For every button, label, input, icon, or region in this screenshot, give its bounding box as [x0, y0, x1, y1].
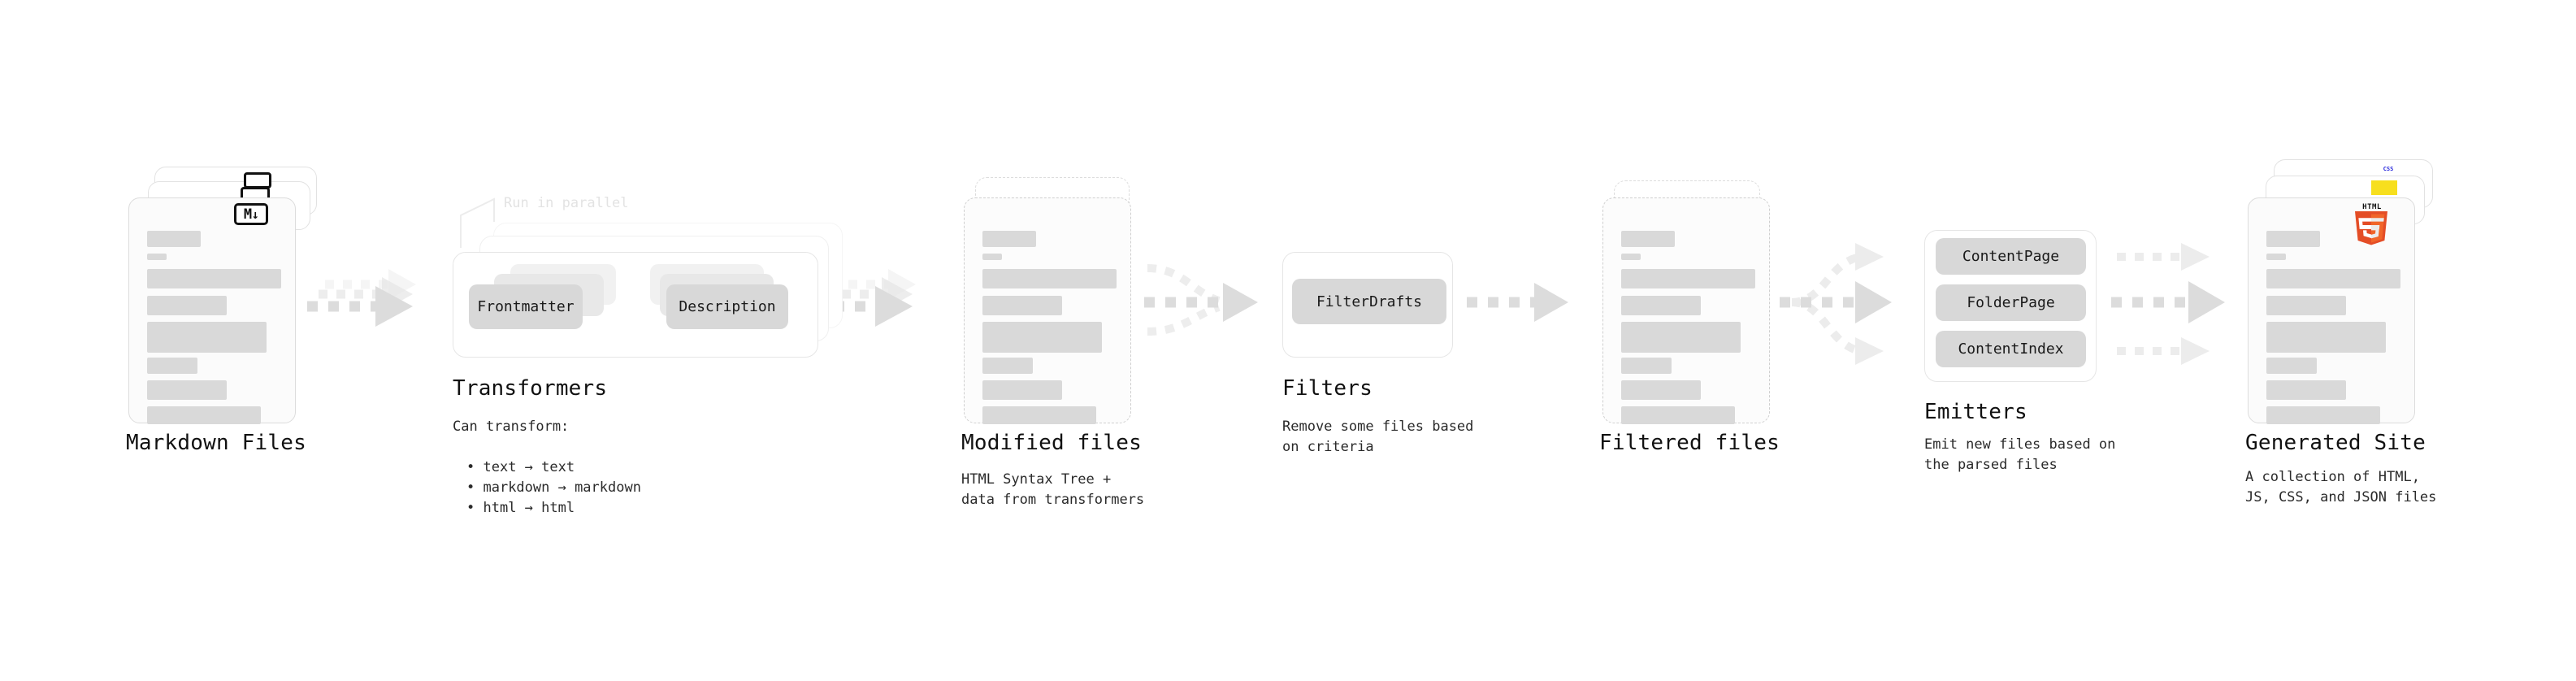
arrow-emitters-to-generated: [2111, 243, 2225, 365]
modified-card-front: [964, 197, 1131, 424]
css-badge-text: CSS: [2383, 166, 2394, 172]
markdown-card-front: [128, 197, 296, 424]
doc-bar: [982, 296, 1062, 315]
transformer-chip-description[interactable]: Description: [666, 284, 788, 329]
doc-bar: [1621, 322, 1741, 353]
bullet-dot: •: [466, 459, 484, 475]
doc-bar: [1621, 296, 1701, 315]
emitters-subtitle: Emit new files based on the parsed files: [1924, 436, 2116, 473]
doc-bar: [982, 254, 1002, 260]
filters-subtitle: Remove some files based on criteria: [1282, 419, 1474, 455]
doc-bar: [982, 322, 1102, 353]
doc-bar: [147, 406, 261, 424]
doc-bar: [982, 406, 1096, 424]
html5-badge: HTML: [2353, 203, 2391, 245]
doc-bar: [2266, 358, 2317, 374]
doc-bar: [2266, 269, 2400, 288]
doc-bar: [2266, 380, 2346, 400]
emitter-chip-contentindex[interactable]: ContentIndex: [1936, 331, 2086, 367]
markdown-files-title: Markdown Files: [126, 431, 306, 455]
modified-files-subtitle: HTML Syntax Tree + data from transformer…: [961, 471, 1145, 508]
modified-files-title: Modified files: [961, 431, 1142, 455]
markdown-badge-text: M: [243, 206, 252, 223]
doc-bar: [982, 269, 1117, 288]
doc-bar: [147, 231, 201, 247]
doc-bar: [1621, 406, 1735, 424]
bullet-dot: •: [466, 479, 484, 496]
doc-bar: [2266, 322, 2386, 353]
bullet-text: text → text: [483, 459, 575, 475]
doc-bar: [982, 231, 1036, 247]
emitter-chip-contentpage[interactable]: ContentPage: [1936, 238, 2086, 275]
filtered-files-title: Filtered files: [1599, 431, 1780, 455]
bullet-text: markdown → markdown: [483, 479, 641, 496]
js-badge: [2371, 180, 2397, 195]
doc-bar: [1621, 254, 1641, 260]
filter-chip-filterdrafts[interactable]: FilterDrafts: [1292, 279, 1446, 324]
filters-title: Filters: [1282, 376, 1373, 401]
doc-bar: [147, 380, 227, 400]
transformers-subtitle: Can transform:: [453, 419, 570, 435]
doc-bar: [1621, 231, 1675, 247]
doc-bar: [2266, 231, 2320, 247]
transformers-bullet-0: • text → text: [466, 437, 575, 478]
doc-bar: [1621, 380, 1701, 400]
transformers-title-main: Transformers: [453, 376, 608, 401]
transformers-bullet-2: • html → html: [466, 478, 575, 518]
arrow-markdown-to-transformers: [307, 269, 416, 327]
arrow-filters-to-filtered: [1467, 283, 1568, 322]
doc-bar: [2266, 254, 2286, 260]
filtered-card-front: [1602, 197, 1770, 424]
doc-bar: [147, 358, 197, 374]
run-in-parallel-note: Run in parallel: [504, 195, 629, 211]
doc-bar: [147, 254, 167, 260]
emitters-title: Emitters: [1924, 400, 2027, 424]
arrow-modified-to-filters: [1144, 264, 1258, 336]
bullet-dot: •: [466, 500, 484, 516]
transformer-chip-frontmatter[interactable]: Frontmatter: [469, 284, 583, 329]
doc-bar: [2266, 296, 2346, 315]
generated-site-title: Generated Site: [2245, 431, 2426, 455]
generated-card-front: [2248, 197, 2415, 424]
emitter-chip-folderpage[interactable]: FolderPage: [1936, 284, 2086, 321]
html5-shield-icon: [2355, 211, 2387, 245]
doc-bar: [1621, 358, 1672, 374]
doc-bar: [982, 358, 1033, 374]
markdown-badge: M↓: [234, 203, 268, 225]
html5-badge-text: HTML: [2362, 203, 2382, 211]
doc-bar: [147, 322, 267, 353]
doc-bar: [1621, 269, 1755, 288]
generated-site-subtitle: A collection of HTML, JS, CSS, and JSON …: [2245, 469, 2437, 505]
markdown-badge-back-2: [244, 172, 271, 189]
doc-bar: [2266, 406, 2380, 424]
doc-bar: [147, 296, 227, 315]
bullet-text: html → html: [483, 500, 575, 516]
doc-bar: [982, 380, 1062, 400]
arrow-filtered-to-emitters: [1780, 243, 1892, 365]
doc-bar: [147, 269, 281, 288]
transformers-bullet-1: • markdown → markdown: [466, 458, 641, 498]
